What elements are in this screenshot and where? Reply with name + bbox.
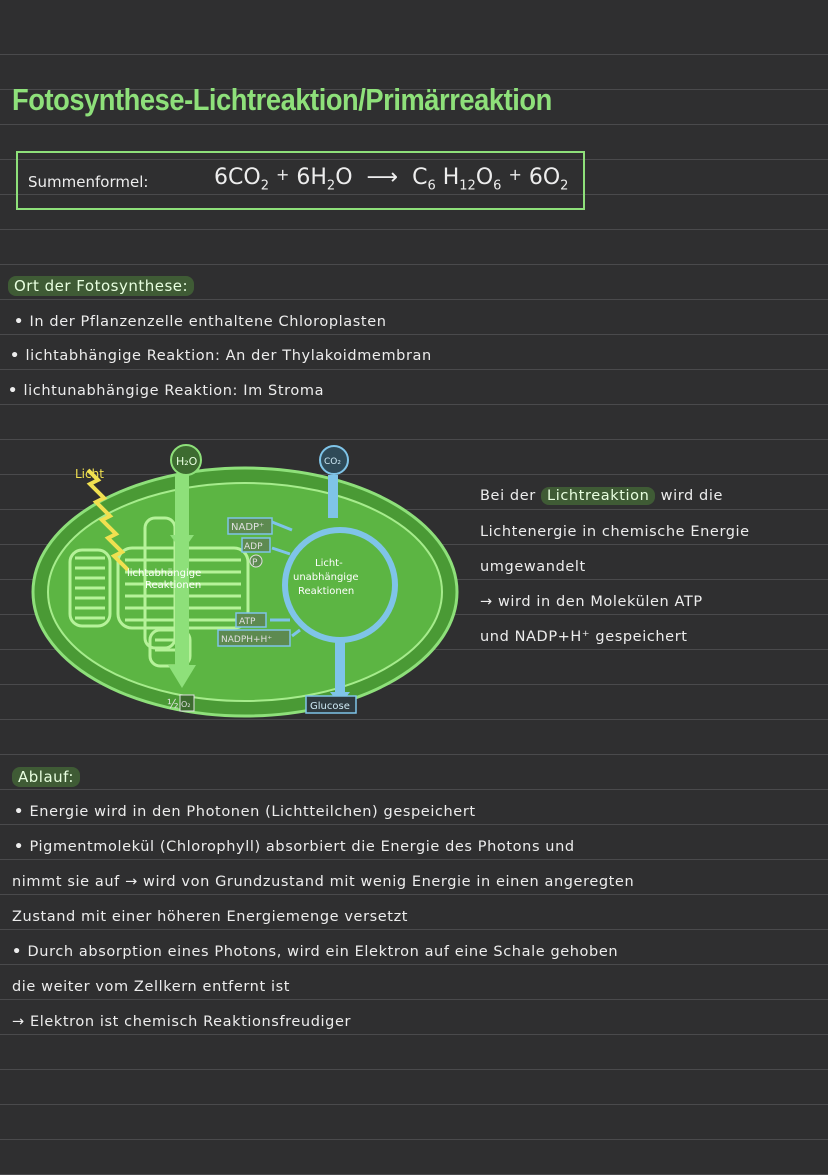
adp-box	[241, 537, 271, 553]
glucose-o-sub: 6	[493, 178, 502, 194]
page-title: Fotosynthese-Lichtreaktion/Primärreaktio…	[12, 82, 552, 117]
nadp-arrow	[271, 520, 293, 532]
licht-label: Licht	[75, 467, 104, 481]
h2o-term: 6H	[296, 165, 327, 190]
o2-term: 6O	[528, 165, 561, 190]
ablauf-line: → Elektron ist chemisch Reaktionsfreudig…	[12, 1014, 352, 1030]
h2o-label: H₂O	[176, 455, 198, 468]
h2o-subscript: 2	[326, 178, 336, 194]
ablauf-line: Pigmentmolekül (Chlorophyll) absorbiert …	[14, 839, 575, 855]
co2-label: CO₂	[324, 457, 341, 467]
side-line-1-post: wird die	[660, 488, 723, 504]
o2-label: O₂	[181, 700, 191, 709]
nadp-label: NADP⁺	[231, 522, 264, 533]
ablauf-line: Energie wird in den Photonen (Lichtteilc…	[14, 804, 476, 820]
side-line-5: und NADP+H⁺ gespeichert	[480, 629, 688, 645]
light-dependent-label-1: lichtabhängige	[127, 568, 201, 579]
plus-sign-2: +	[508, 165, 522, 184]
light-independent-label-3: Reaktionen	[298, 586, 354, 597]
ort-item: In der Pflanzenzelle enthaltene Chloropl…	[14, 314, 387, 330]
ablauf-heading: Ablauf:	[12, 767, 80, 787]
o2-subscript: 2	[560, 178, 569, 194]
nadph-box	[217, 629, 291, 647]
formula-label: Summenformel:	[28, 173, 149, 191]
co2-circle	[319, 445, 349, 475]
o2-box	[179, 694, 195, 712]
chloroplast-diagram: Licht H₂O CO₂ NADP⁺ ADP P ATP NADPH+H⁺ l…	[31, 444, 459, 718]
ort-item: lichtunabhängige Reaktion: Im Stroma	[8, 383, 324, 399]
oxygen-arrowhead	[168, 665, 196, 688]
water-arrowhead	[170, 535, 194, 552]
nadp-box	[227, 517, 273, 535]
side-line-4: → wird in den Molekülen ATP	[480, 594, 703, 610]
atp-box	[235, 612, 267, 628]
side-line-3: umgewandelt	[480, 559, 586, 575]
nadph-label: NADPH+H⁺	[221, 635, 272, 645]
light-ray-icon	[86, 468, 130, 572]
ort-item: lichtabhängige Reaktion: An der Thylakoi…	[10, 348, 432, 364]
phosphate-label: P	[252, 558, 258, 568]
ablauf-heading-text: Ablauf:	[12, 767, 80, 787]
water-flow-arrow	[175, 475, 189, 665]
co2-term: 6CO	[214, 165, 261, 190]
ort-heading-text: Ort der Fotosynthese:	[8, 276, 195, 296]
glucose-label: Glucose	[310, 701, 350, 712]
reaction-arrow: ⟶	[366, 165, 399, 190]
co2-subscript: 2	[260, 178, 269, 194]
light-independent-label-1: Licht-	[315, 558, 343, 569]
calvin-cycle-icon	[282, 527, 398, 643]
glucose-h-sub: 12	[459, 178, 476, 194]
h2o-circle	[170, 444, 202, 476]
light-dependent-label-2: Reaktionen	[145, 580, 201, 591]
grana-stack-left	[68, 548, 112, 628]
half-label: ½	[167, 697, 179, 711]
glucose-h: H	[442, 165, 460, 190]
ablauf-line: Durch absorption eines Photons, wird ein…	[12, 944, 618, 960]
side-line-1-pre: Bei der	[480, 488, 536, 504]
glucose-o: O	[475, 165, 494, 190]
side-line-2: Lichtenergie in chemische Energie	[480, 524, 750, 540]
side-line-1: Bei der Lichtreaktion wird die	[480, 487, 723, 505]
nadph-arrow	[291, 628, 301, 638]
formula-box: Summenformel: 6CO2 + 6H2O ⟶ C6 H12O6 + 6…	[16, 151, 585, 210]
ablauf-line: nimmt sie auf → wird von Grundzustand mi…	[12, 874, 635, 890]
adp-label: ADP	[244, 542, 263, 552]
lichtreaktion-highlight: Lichtreaktion	[541, 487, 656, 505]
glucose-box	[305, 695, 357, 714]
ablauf-line: Zustand mit einer höheren Energiemenge v…	[12, 909, 409, 925]
summenformel: 6CO2 + 6H2O ⟶ C6 H12O6 + 6O2	[214, 165, 568, 193]
adp-arrow	[271, 546, 291, 556]
ablauf-line: die weiter vom Zellkern entfernt ist	[12, 979, 291, 995]
glucose-c: C	[412, 165, 428, 190]
phosphate-circle	[249, 554, 263, 568]
h2o-term-o: O	[335, 165, 353, 190]
glucose-c-sub: 6	[427, 178, 436, 194]
atp-label: ATP	[239, 617, 256, 627]
ort-heading: Ort der Fotosynthese:	[8, 276, 195, 296]
light-independent-label-2: unabhängige	[293, 572, 359, 583]
plus-sign: +	[275, 165, 290, 184]
